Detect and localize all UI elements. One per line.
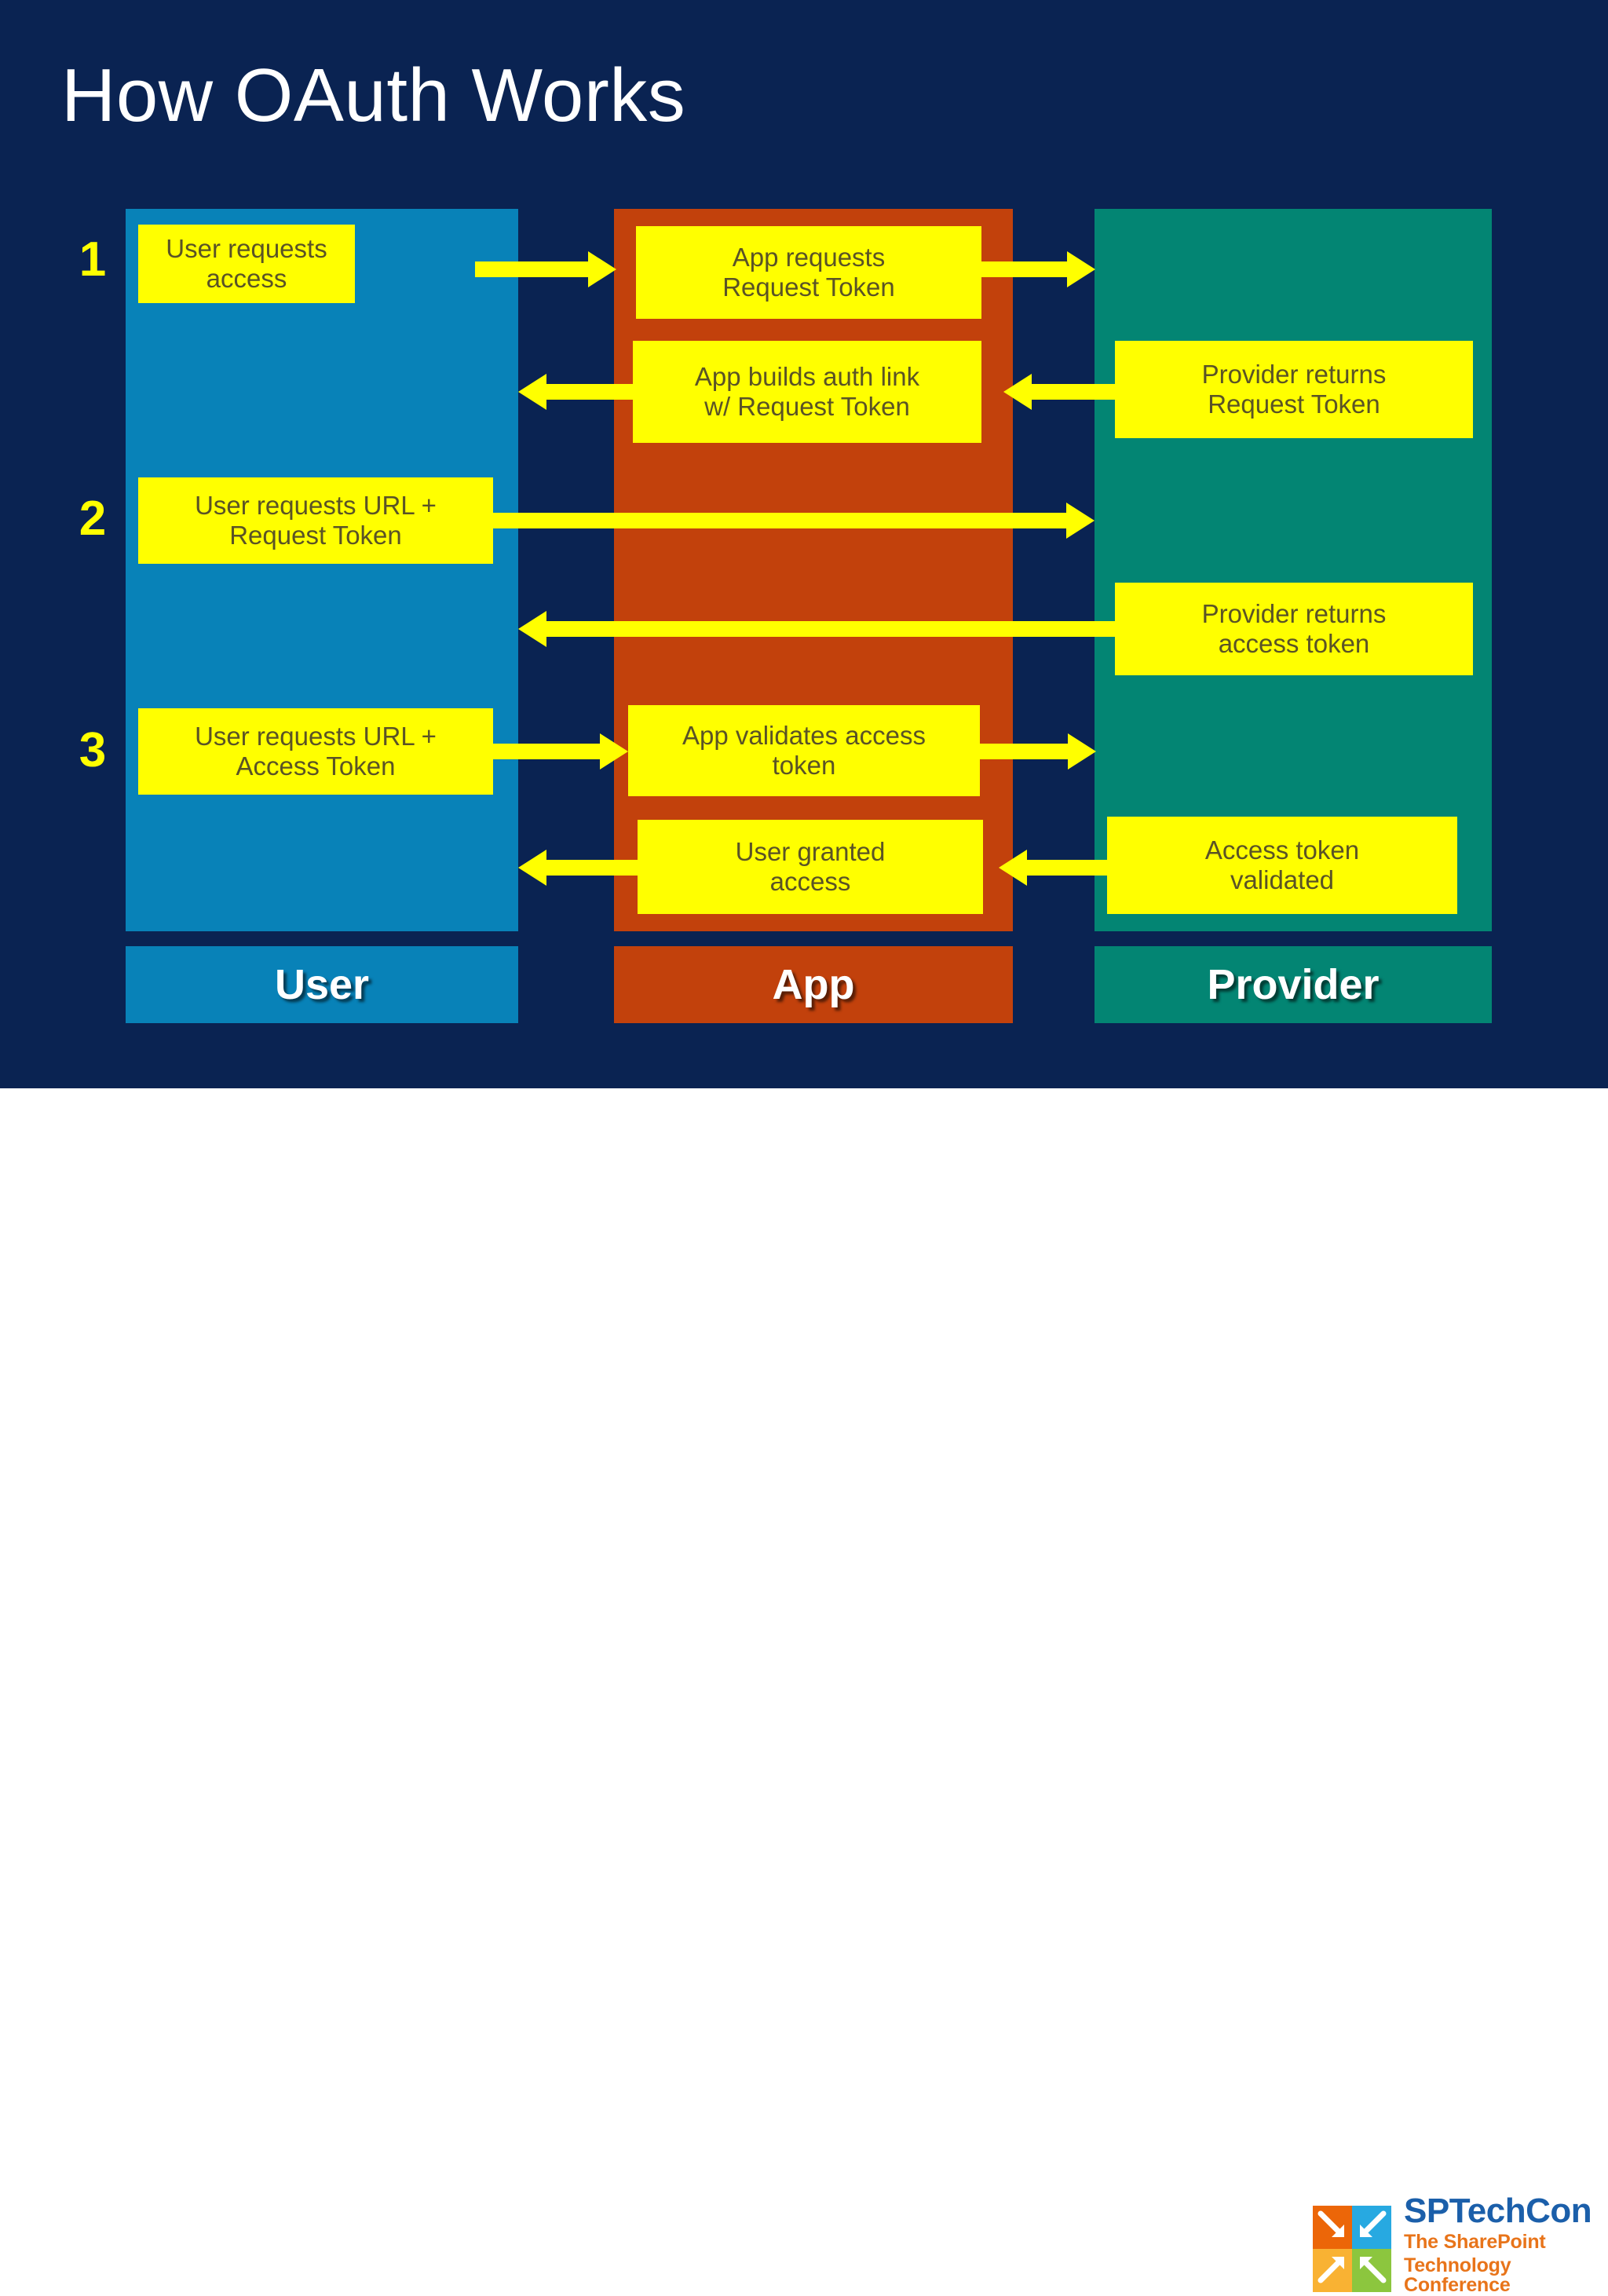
card-app-builds-auth-link[interactable]: App builds auth link w/ Request Token	[633, 341, 981, 443]
arrow-shaft	[545, 860, 638, 876]
lane-label-text: User	[274, 961, 370, 1008]
arrow-provider-to-user-4	[518, 611, 1118, 647]
arrow-down-left-icon	[1360, 2210, 1387, 2237]
lane-label-text: App	[772, 961, 855, 1008]
arrow-shaft	[977, 744, 1069, 759]
card-line: User requests access	[166, 234, 327, 293]
arrow-up-left-icon	[1360, 2256, 1387, 2283]
card-user-requests-access[interactable]: User requests access	[138, 225, 355, 303]
card-line: access token	[1218, 629, 1370, 658]
card-line: access	[769, 867, 851, 896]
arrow-shaft	[488, 513, 1068, 528]
card-user-granted-access[interactable]: User granted access	[638, 820, 983, 914]
arrow-app-to-provider-1	[978, 251, 1095, 287]
card-provider-returns-access-token[interactable]: Provider returns access token	[1115, 583, 1473, 675]
logo-subtitle-line-2: Technology Conference	[1404, 2254, 1511, 2296]
card-line: w/ Request Token	[704, 392, 910, 421]
logo-mark-icon	[1313, 2205, 1391, 2292]
logo-quadrant-bottom-right	[1352, 2248, 1391, 2292]
arrow-shaft	[978, 261, 1069, 277]
arrow-down-right-icon	[1317, 2210, 1344, 2237]
card-line: User requests URL +	[195, 491, 437, 521]
card-line: App validates access	[682, 721, 926, 751]
lane-provider	[1095, 209, 1492, 931]
card-line: Provider returns	[1201, 599, 1387, 629]
card-line: App builds auth link	[694, 362, 920, 392]
arrow-app-to-provider-5	[977, 733, 1096, 770]
lane-label-provider: Provider	[1095, 946, 1492, 1023]
arrow-shaft	[545, 384, 636, 400]
card-line: Request Token	[1208, 389, 1380, 419]
arrow-user-to-app-5	[487, 733, 628, 770]
step-number-1: 1	[79, 232, 107, 287]
card-app-requests-request-token[interactable]: App requests Request Token	[636, 226, 981, 319]
card-line: User granted	[735, 837, 886, 867]
card-line: token	[772, 751, 836, 780]
card-line: Request Token	[229, 521, 402, 550]
logo-quadrant-bottom-left	[1313, 2248, 1352, 2292]
arrow-head	[1067, 251, 1095, 287]
arrow-provider-to-app-2	[1003, 374, 1118, 410]
card-user-requests-url-access-token[interactable]: User requests URL + Access Token	[138, 708, 493, 795]
lane-label-app: App	[614, 946, 1013, 1023]
arrow-app-to-user-2	[518, 374, 636, 410]
arrow-shaft	[475, 261, 590, 277]
arrow-shaft	[545, 621, 1118, 637]
step-number-2: 2	[79, 492, 107, 546]
arrow-head	[518, 850, 546, 886]
lane-label-user: User	[126, 946, 518, 1023]
arrow-user-to-app-1	[475, 251, 616, 287]
card-provider-returns-request-token[interactable]: Provider returns Request Token	[1115, 341, 1473, 438]
arrow-head	[518, 374, 546, 410]
arrow-head	[1068, 733, 1096, 770]
sptechcon-logo: SPTechCon The SharePoint Technology Conf…	[1313, 2194, 1608, 2295]
card-user-requests-url-request-token[interactable]: User requests URL + Request Token	[138, 477, 493, 564]
arrow-app-to-user-6	[518, 850, 638, 886]
card-line: Access token	[1204, 835, 1360, 865]
lane-app	[614, 209, 1013, 931]
card-line: Access Token	[236, 751, 396, 781]
card-line: Request Token	[722, 272, 895, 302]
logo-text-block: SPTechCon The SharePoint Technology Conf…	[1404, 2194, 1608, 2295]
arrow-up-right-icon	[1317, 2256, 1344, 2283]
card-app-validates-access-token[interactable]: App validates access token	[628, 705, 980, 796]
lane-label-text: Provider	[1207, 961, 1380, 1008]
card-line: Provider returns	[1201, 360, 1387, 389]
arrow-shaft	[1030, 384, 1118, 400]
logo-subtitle-line-1: The SharePoint	[1404, 2231, 1546, 2253]
card-line: validated	[1230, 865, 1335, 894]
lane-user	[126, 209, 518, 931]
card-line: User requests URL +	[195, 722, 437, 751]
arrow-head	[518, 611, 546, 647]
logo-quadrant-top-left	[1313, 2205, 1352, 2249]
arrow-head	[588, 251, 616, 287]
page-title: How OAuth Works	[61, 53, 686, 137]
arrow-shaft	[1025, 860, 1110, 876]
card-line: App requests	[732, 243, 886, 272]
logo-title: SPTechCon	[1404, 2192, 1592, 2230]
footer-band: SPTechCon The SharePoint Technology Conf…	[0, 1088, 1608, 2295]
arrow-head	[999, 850, 1027, 886]
logo-quadrant-top-right	[1352, 2205, 1391, 2249]
slide-canvas: How OAuth Works 1 2 3 User requests acce…	[0, 0, 1608, 1088]
arrow-provider-to-app-6	[999, 850, 1110, 886]
arrow-head	[600, 733, 628, 770]
step-number-3: 3	[79, 723, 107, 777]
card-access-token-validated[interactable]: Access token validated	[1107, 817, 1457, 914]
arrow-user-to-provider-3	[488, 503, 1095, 539]
arrow-head	[1003, 374, 1032, 410]
arrow-head	[1066, 503, 1095, 539]
arrow-shaft	[487, 744, 601, 759]
